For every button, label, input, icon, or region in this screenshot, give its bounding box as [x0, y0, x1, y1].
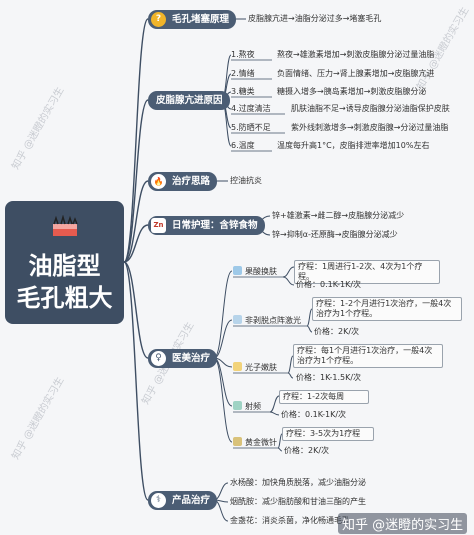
medical-item-name: 射频: [245, 402, 261, 411]
cause-label: 1.熬夜: [231, 50, 255, 59]
connector-line: [213, 319, 233, 359]
product-item: 烟酰胺：减少脂肪酸和甘油三酯的产生: [230, 497, 366, 506]
connector-line: [306, 308, 313, 327]
medical-price: 价格：0.1K-1K/次: [296, 280, 362, 289]
branch-label: 产品治疗: [172, 495, 211, 506]
branch-daily-care[interactable]: Zn 日常护理：含锌食物: [148, 216, 265, 235]
microneedle-icon: [233, 437, 242, 446]
medical-price: 价格：2K/次: [314, 327, 360, 336]
branch-pore-principle[interactable]: ? 毛孔堵塞原理: [148, 10, 237, 29]
cause-label: 4.过度清洁: [231, 104, 271, 113]
medical-item-name: 光子嫩肤: [245, 363, 277, 372]
cause-effect: 糖摄入增多→胰岛素增加→刺激皮脂腺分泌: [277, 87, 427, 96]
question-icon: ?: [151, 12, 166, 27]
brand-watermark: 知乎 @迷瞪的实习生: [338, 513, 468, 534]
connector-line: [282, 276, 295, 286]
connector-line: [213, 270, 233, 359]
root-node: 油脂型 毛孔粗大: [5, 201, 124, 324]
treatment-idea-text: 控油抗炎: [230, 176, 262, 185]
medical-item-name: 果酸换肤: [245, 267, 277, 276]
connector-line: [277, 447, 283, 452]
medical-price: 价格：1K-1.5K/次: [296, 373, 362, 382]
connector-line: [269, 411, 280, 416]
connector-line: [287, 372, 294, 379]
connector-line: [306, 325, 313, 333]
radiofrequency-icon: [233, 401, 242, 410]
branch-label: 皮脂腺亢进原因: [156, 95, 223, 106]
medical-course: 疗程：1-2个月进行1次治疗，一般4次治疗为1个疗程。: [312, 297, 462, 321]
medical-course: 疗程：3-5次为1疗程: [282, 427, 374, 441]
product-item: 水杨酸：加快角质脱落，减少油脂分泌: [230, 478, 366, 487]
connector-line: [269, 395, 280, 413]
daily-care-item: 锌+雄激素→雌二醇→皮脂腺分泌减少: [272, 211, 405, 220]
medical-item-photon: 光子嫩肤: [233, 362, 277, 373]
skin-layer-icon: [52, 214, 78, 237]
medical-course: 疗程：1-2次每周: [279, 390, 369, 404]
connector-line: [123, 224, 149, 263]
medical-item-rf: 射频: [233, 401, 261, 412]
medical-item-name: 黄金微针: [245, 438, 277, 447]
cause-label: 5.防晒不足: [231, 123, 271, 132]
doctor-icon: ♀: [151, 351, 166, 366]
pore-principle-text: 皮脂腺亢进→油脂分泌过多→堵塞毛孔: [248, 14, 382, 23]
medical-item-microneedle: 黄金微针: [233, 437, 277, 448]
product-item: 金盏花：消炎杀菌，净化畅通毛孔: [230, 516, 350, 525]
root-title-line1: 油脂型: [28, 252, 101, 280]
cause-label: 6.温度: [231, 141, 255, 150]
cause-effect: 负面情绪、压力→肾上腺素增加→皮脂腺亢进: [277, 69, 435, 78]
connector-line: [287, 355, 294, 374]
cause-label: 3.糖类: [231, 87, 255, 96]
branch-label: 毛孔堵塞原理: [172, 14, 230, 25]
medical-item-fruit-acid: 果酸换肤: [233, 266, 277, 277]
zinc-icon: Zn: [151, 218, 166, 233]
connector-line: [123, 99, 149, 263]
daily-care-item: 锌→抑制α-还原酶→皮脂腺分泌减少: [272, 230, 398, 239]
medical-course: 疗程：每1个月进行1次治疗，一般4次治疗为1个疗程。: [293, 344, 443, 368]
medical-price: 价格：0.1K-1K/次: [281, 410, 347, 419]
connector-line: [123, 261, 149, 359]
light-icon: [233, 362, 242, 371]
cause-effect: 紫外线刺激增多→刺激皮脂腺→分泌过量油脂: [291, 123, 449, 132]
branch-treatment-idea[interactable]: 🔥 治疗思路: [148, 172, 218, 191]
root-title-line2: 毛孔粗大: [16, 284, 113, 312]
medical-course: 疗程：1周进行1-2次、4次为1个疗程。: [294, 260, 440, 284]
connector-line: [123, 18, 149, 263]
branch-medical[interactable]: ♀ 医美治疗: [148, 349, 218, 368]
medical-item-laser: 非剥脱点阵激光: [233, 315, 301, 326]
branch-label: 医美治疗: [172, 353, 211, 364]
branch-label: 日常护理：含锌食物: [172, 220, 258, 231]
cause-label: 2.情绪: [231, 69, 255, 78]
connector-line: [213, 357, 233, 443]
branch-sebaceous-causes[interactable]: 皮脂腺亢进原因: [148, 91, 230, 110]
cause-effect: 熬夜→雄激素增加→刺激皮脂腺分泌过量油脂: [277, 50, 435, 59]
cause-effect: 温度每升高1°C，皮脂排泄率增加10%左右: [277, 141, 430, 150]
flame-icon: 🔥: [151, 174, 166, 189]
connector-line: [282, 266, 295, 278]
branch-products[interactable]: ⚕ 产品治疗: [148, 491, 218, 510]
medical-item-name: 非剥脱点阵激光: [245, 316, 301, 325]
bottle-icon: [233, 266, 242, 275]
connector-line: [123, 261, 149, 501]
medicine-icon: ⚕: [151, 493, 166, 508]
medical-price: 价格：2K/次: [284, 446, 330, 455]
branch-label: 治疗思路: [172, 176, 211, 187]
connector-line: [123, 180, 149, 263]
laser-icon: [233, 315, 242, 324]
cause-effect: 肌肤油脂不足→诱导皮脂腺分泌油脂保护皮肤: [291, 104, 450, 113]
